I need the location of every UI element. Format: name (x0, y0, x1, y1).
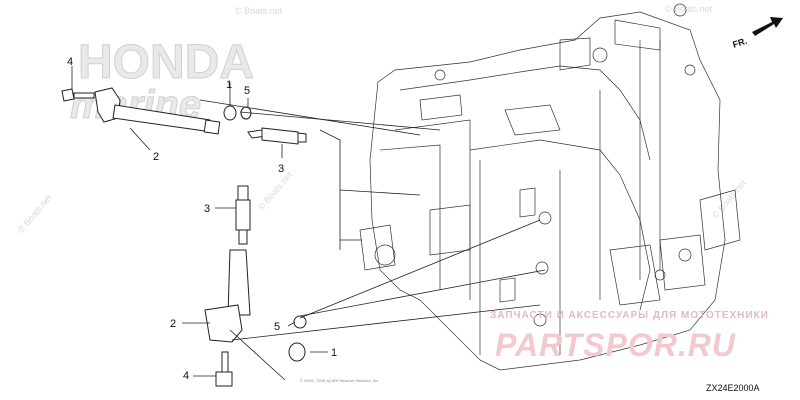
callout-4-upper: 4 (67, 56, 73, 68)
callout-4-lower: 4 (183, 370, 189, 382)
direction-label: FR. (731, 36, 748, 50)
bolt-part-lower (215, 351, 233, 387)
callout-3-lower: 3 (204, 203, 210, 215)
ignition-coil-upper (94, 87, 221, 135)
watermark-ru-brand: PARTSPOR.RU (495, 327, 736, 363)
ignition-coil-lower (204, 249, 251, 343)
callout-1-lower: 1 (331, 347, 337, 359)
front-arrow-icon (752, 17, 783, 36)
leader-lines (71, 66, 546, 381)
callout-3-upper: 3 (278, 163, 284, 175)
callout-5-lower: 5 (274, 321, 280, 333)
callout-2-upper: 2 (153, 151, 159, 163)
watermark-site-top: © Boats.net (235, 6, 283, 16)
watermark-brand-line1: HONDA (78, 36, 254, 89)
front-direction-indicator: FR. (731, 17, 783, 50)
copyright-text: © 2004 - 2016 by ARI Network Services, I… (300, 378, 379, 383)
spark-plug-upper (247, 127, 307, 145)
o-ring-lower (288, 342, 306, 362)
honda-marine-watermark: HONDA marine (70, 36, 255, 128)
o-ring-upper (223, 105, 237, 121)
callout-2-lower: 2 (170, 318, 176, 330)
bolt-part-upper (61, 88, 95, 102)
watermark-site-left: © Boats.net (16, 192, 54, 235)
spark-plug-lower (235, 185, 251, 245)
callout-5-upper: 5 (244, 85, 250, 97)
watermark-ru-tagline: ЗАПЧАСТИ И АКСЕССУАРЫ ДЛЯ МОТОТЕХНИКИ (490, 310, 769, 321)
watermark-site-middle: © Boats.net (256, 169, 294, 212)
callout-numbers: 4 2 1 5 3 3 2 4 5 1 (67, 56, 337, 382)
diagram-code: ZX24E2000A (706, 383, 760, 393)
partspor-watermark: ЗАПЧАСТИ И АКСЕССУАРЫ ДЛЯ МОТОТЕХНИКИ PA… (490, 310, 769, 363)
watermark-site-topright: © Boats.net (665, 4, 713, 14)
callout-1-upper: 1 (226, 79, 232, 91)
engine-block-illustration (359, 3, 741, 371)
watermark-site-right: © Boats.net (710, 177, 748, 220)
